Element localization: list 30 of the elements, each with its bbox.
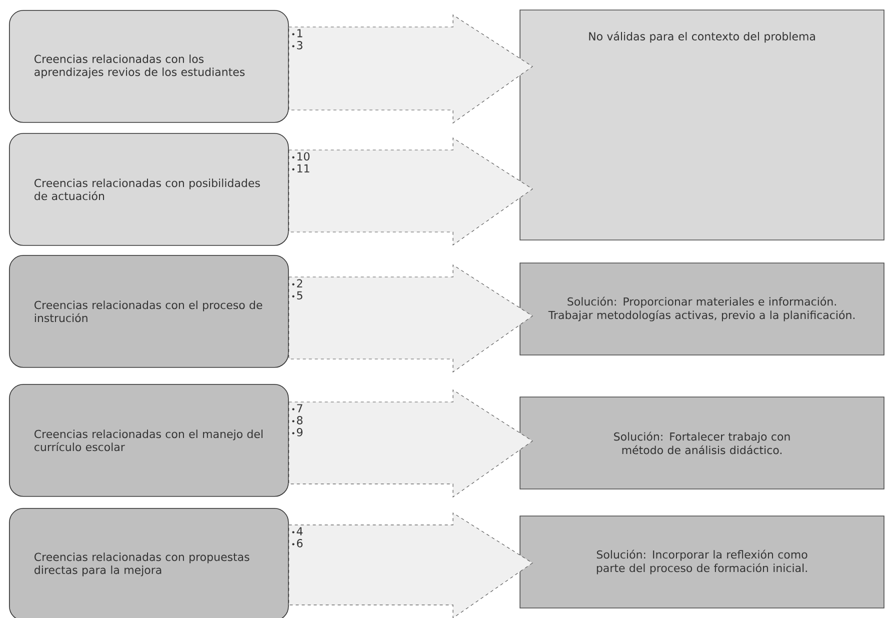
result-box: No válidas para el contexto del problema <box>520 10 884 240</box>
node-label: 6 <box>297 539 303 548</box>
bullet-list: 1 3 <box>292 29 302 50</box>
result-box: Solución: Fortalecer trabajo con método de análisis didáctico. <box>520 396 884 490</box>
bullet-list: 7 8 9 <box>292 404 302 436</box>
belief-box: Creencias relacionadas con los aprendizajes revios de los estudiantes <box>9 10 289 123</box>
node-label: 11 <box>297 164 310 172</box>
node-label: 2 <box>297 279 302 288</box>
result-box: Solución: Proporcionar materiales e información. Trabajar metodologías activas, previo a la planificación. <box>520 262 884 356</box>
node-label: 9 <box>296 428 302 436</box>
belief-box: Creencias relacionadas con posibilidades de actuación <box>9 132 289 246</box>
block-arrow <box>288 14 533 124</box>
node-label: 3 <box>297 41 302 50</box>
node-label: 1 <box>297 29 302 38</box>
block-arrow <box>288 137 533 246</box>
belief-box: Creencias relacionadas con el manejo del currículo escolar <box>9 384 289 497</box>
node-label: 8 <box>296 416 302 424</box>
belief-box: Creencias relacionadas con propuestas directas para la mejora <box>9 508 289 618</box>
block-arrow <box>288 512 534 618</box>
block-arrow <box>288 389 533 498</box>
result-box: Solución: Incorporar la reflexión como parte del proceso de formación inicial. <box>520 516 884 608</box>
node-label: 10 <box>297 152 310 161</box>
node-label: 4 <box>296 527 303 536</box>
node-label: 7 <box>297 404 302 412</box>
bullet-list: 10 11 <box>292 152 310 172</box>
bullet-list: 2 5 <box>292 279 302 300</box>
bullet-list: 4 6 <box>292 527 303 548</box>
block-arrow <box>288 264 533 373</box>
node-label: 5 <box>297 291 302 300</box>
belief-box: Creencias relacionadas con el proceso de instrución <box>9 254 289 368</box>
